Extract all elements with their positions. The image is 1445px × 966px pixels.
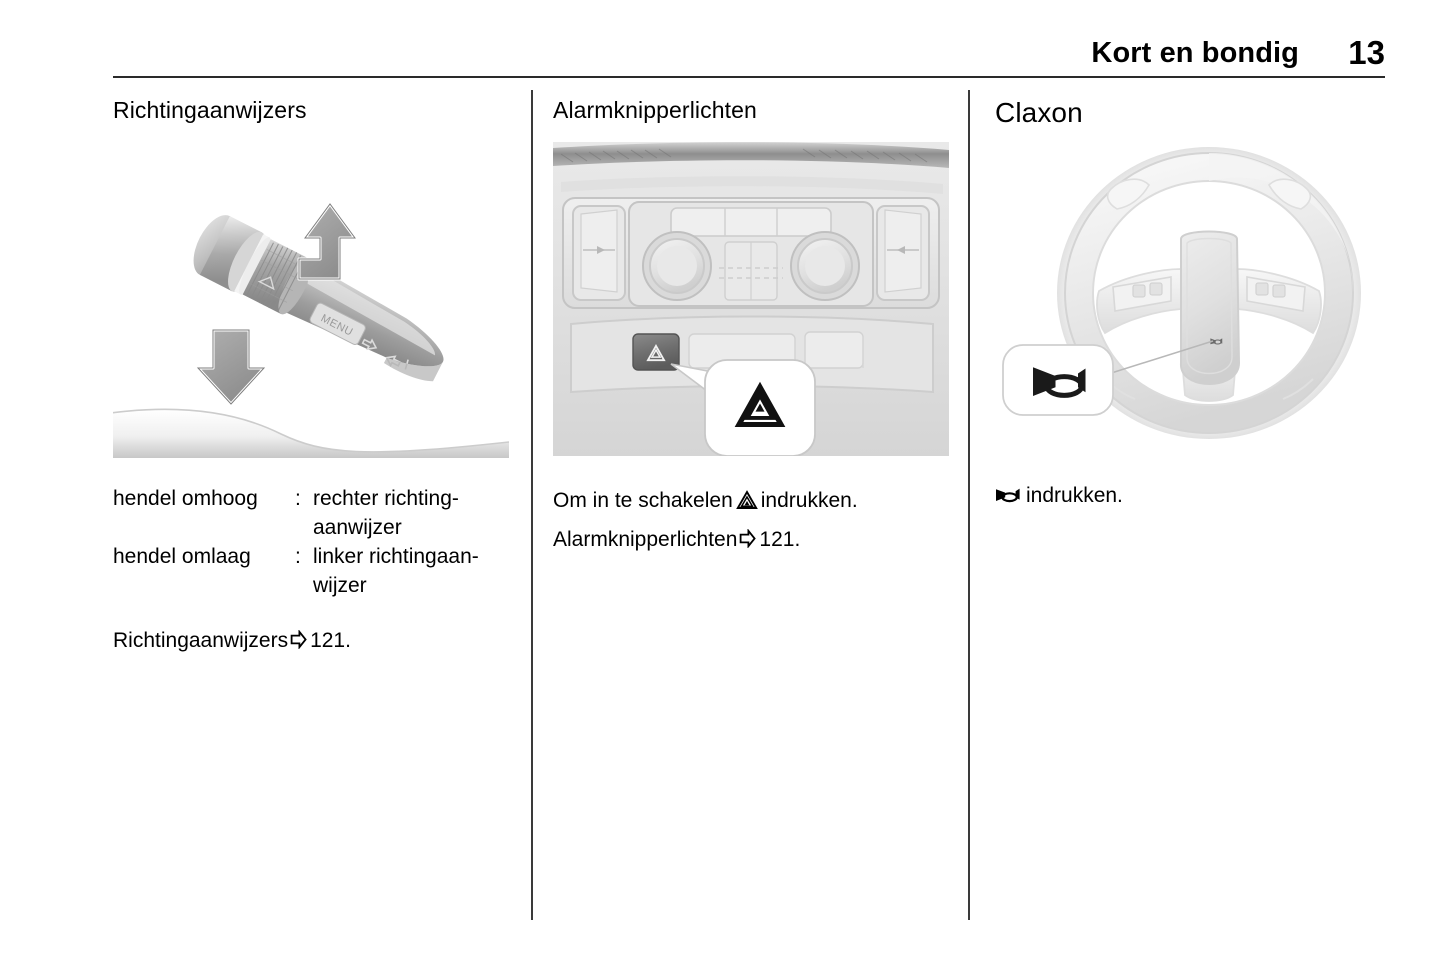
horn-icon-large [1033,367,1086,398]
horn-callout-bubble [1002,344,1114,416]
thumb-notch-left [1106,178,1150,210]
page-header: Kort en bondig 13 [113,36,1385,78]
horn-press-paragraph: indrukken. [995,479,1391,512]
stalk-figure-svg: MENU [113,142,509,458]
xref-page: 121. [759,528,801,551]
turn-signal-stalk-illustration: MENU [113,142,509,458]
right-switch-cluster [1246,276,1306,312]
column-divider-2 [968,90,970,920]
page-title: Kort en bondig [1091,37,1299,69]
xref-label: Alarmknipperlichten [553,528,738,551]
xref-page: 121. [310,629,351,652]
heading-claxon: Claxon [995,97,1083,128]
heading-richtingaanwijzers: Richtingaanwijzers [113,97,307,123]
down-arrow-indicator [196,328,266,406]
column-divider-1 [531,90,533,920]
claxon-text: indrukken. [995,479,1391,512]
hazard-activate-paragraph: Om in te schakelen indrukken. [553,484,949,517]
column-claxon: Claxon [995,96,1391,512]
page-number: 13 [1348,34,1385,71]
horn-icon [995,482,1021,503]
right-air-vent [876,205,930,301]
climate-dial-left [642,231,712,301]
xref-label: Richtingaanwijzers [113,629,289,652]
cross-reference-richtingaanwijzers: Richtingaanwijzers 121. [113,626,509,655]
turn-signal-definition-list: hendel omhoog : rechter richting­aanwijz… [113,484,509,600]
header-rule [113,76,1385,78]
center-console-hazard-button-illustration [553,142,949,456]
definition-desc: rechter richting­aanwijzer [313,487,459,539]
definition-term: hendel omhoog [113,487,258,510]
left-switch-cluster [1112,276,1172,312]
column-richtingaanwijzers: Richtingaanwijzers [113,96,509,655]
hazard-callout-bubble [670,359,816,456]
left-air-vent [572,205,626,301]
horn-press-text: indrukken. [1026,484,1123,507]
heading-alarmknipperlichten: Alarmknipperlichten [553,97,757,123]
definition-term: hendel omlaag [113,545,251,568]
xref-arrow-icon [290,628,307,650]
airbag-center-pad [1179,230,1241,385]
hazard-activate-text-after: indrukken. [760,489,858,512]
thumb-notch-right [1268,178,1312,210]
alarmknipperlichten-text: Om in te schakelen indrukken. Alarmknipp… [553,484,949,556]
definition-desc: linker richtingaan­wijzer [313,545,479,597]
hazard-triangle-icon [646,344,666,362]
xref-arrow-icon [739,525,757,549]
hazard-triangle-icon-large [734,381,786,428]
climate-control-block [628,201,874,307]
hazard-triangle-icon [735,487,758,509]
stalk-up-symbol [257,276,275,291]
definition-colon: : [295,487,301,510]
definition-colon: : [295,545,301,568]
up-arrow-indicator [297,202,357,281]
steering-wheel-horn-illustration [995,143,1391,453]
callout-leader-line [1104,340,1214,376]
console-panel [562,197,940,309]
knurled-ring [242,239,312,315]
hazard-activate-text-before: Om in te schakelen [553,489,733,512]
console-figure-svg [553,142,949,456]
column-alarmknipperlichten: Alarmknipperlichten [553,96,949,556]
defrost-vent-strip [553,142,949,168]
hazard-warning-button[interactable] [632,333,680,371]
cross-reference-alarmknipperlichten: Alarmknipperlichten 121. [553,523,949,556]
dashboard-surface [113,409,509,458]
wheel-figure-svg [995,143,1391,453]
climate-dial-right [790,231,860,301]
